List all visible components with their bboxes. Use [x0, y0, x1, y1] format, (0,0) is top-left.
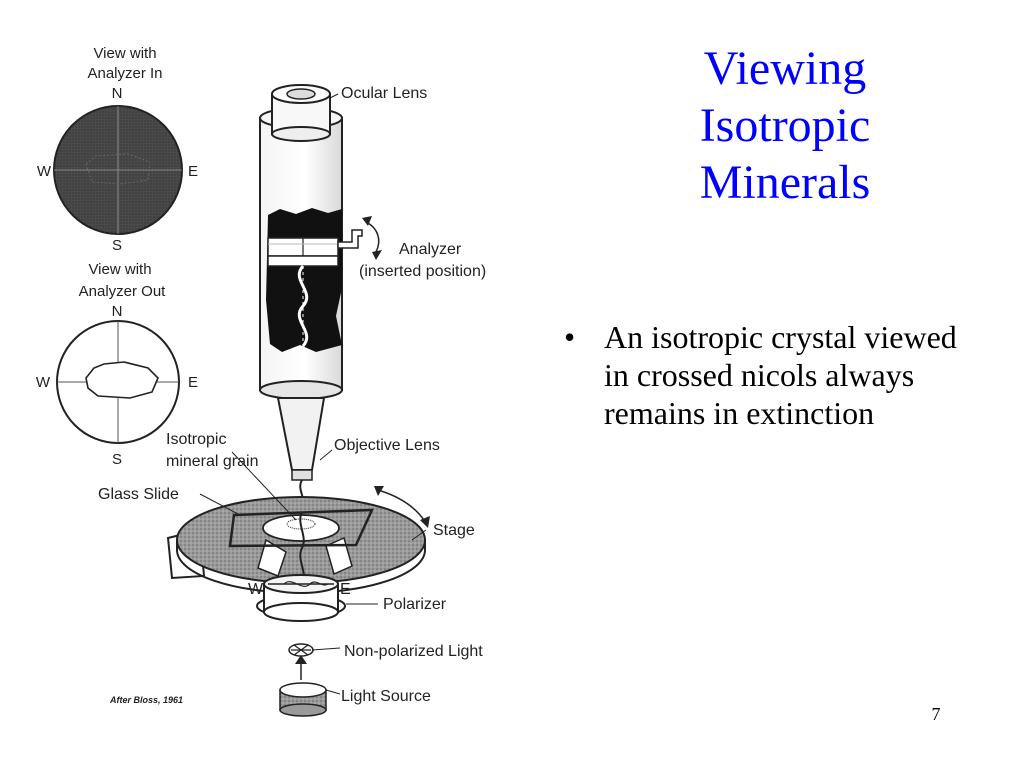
view-in-west: W [37, 163, 52, 180]
view-in-north: N [112, 85, 123, 102]
microscope-diagram: View with Analyzer In N W E S View with … [36, 45, 486, 717]
view-out-label-1: View with [88, 261, 151, 278]
tube-light-wave [297, 264, 309, 348]
bullet-list: An isotropic crystal viewed in crossed n… [560, 318, 960, 432]
view-out-mineral-grain [85, 361, 159, 399]
view-analyzer-in: View with Analyzer In N W E S [37, 45, 198, 254]
glass-slide [228, 508, 374, 548]
label-isotropic-1: Isotropic [166, 431, 226, 448]
view-in-label-2: Analyzer In [87, 65, 162, 82]
view-out-label-2: Analyzer Out [79, 283, 167, 300]
figure-credit: After Bloss, 1961 [109, 695, 183, 705]
slide-title: Viewing Isotropic Minerals [640, 40, 930, 211]
label-analyzer: Analyzer [399, 241, 462, 258]
label-analyzer-position: (inserted position) [359, 263, 486, 280]
label-ocular-lens: Ocular Lens [341, 85, 427, 102]
bullet-item: An isotropic crystal viewed in crossed n… [560, 318, 960, 432]
objective-lens [276, 397, 326, 481]
label-objective-lens: Objective Lens [334, 437, 440, 454]
view-out-east: E [188, 374, 198, 391]
view-out-north: N [112, 303, 123, 320]
label-isotropic-2: mineral grain [166, 453, 258, 470]
view-in-east: E [188, 163, 198, 180]
ocular-lens [271, 84, 331, 142]
view-in-grain-outline [85, 153, 151, 185]
slide-title-line-1: Viewing [703, 42, 867, 95]
light-source [279, 682, 327, 717]
label-polarizer-e: E [340, 581, 351, 598]
leader-lines [199, 93, 427, 695]
analyzer-rotation-arrow [365, 221, 380, 253]
view-analyzer-out: View with Analyzer Out N W E S [36, 261, 198, 468]
label-polarizer-w: W [248, 581, 264, 598]
non-polarized-light-symbol [288, 643, 314, 680]
label-non-polarized-light: Non-polarized Light [344, 643, 483, 660]
microscope-tube [259, 84, 382, 400]
view-in-label-1: View with [93, 45, 156, 62]
page-number: 7 [931, 704, 941, 724]
stage [166, 486, 430, 594]
view-in-south: S [112, 237, 122, 254]
label-stage: Stage [433, 522, 475, 539]
label-glass-slide: Glass Slide [98, 486, 179, 503]
view-out-south: S [112, 451, 122, 468]
slide-title-line-2: Isotropic [699, 99, 871, 152]
polarizer [256, 574, 346, 622]
label-light-source: Light Source [341, 688, 431, 705]
label-polarizer: Polarizer [383, 596, 447, 613]
view-out-west: W [36, 374, 51, 391]
slide-title-line-3: Minerals [699, 156, 871, 209]
stage-rotation-arrow [377, 489, 425, 521]
analyzer-plate [267, 229, 363, 267]
